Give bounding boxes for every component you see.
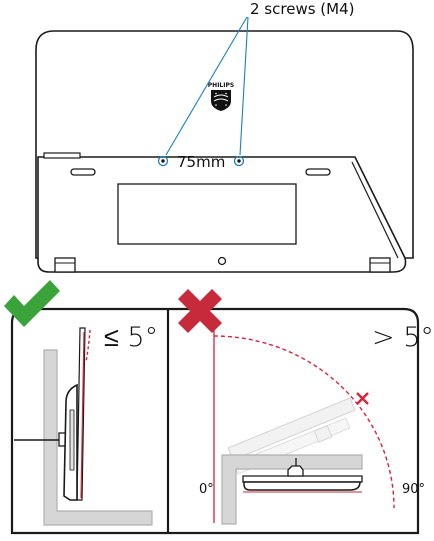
screw-leader-left [165,16,248,156]
screw-hole-right [233,155,245,167]
monitor-flat-profile [242,458,363,493]
wall-stand-left [43,349,153,526]
allowed-tilt-label: ≤ 5° [104,322,159,353]
screw-hole-left [157,155,169,167]
brand-wordmark: PHILIPS [208,82,234,89]
screws-label: 2 screws (M4) [250,0,355,18]
screw-leader-right [239,16,249,156]
cross-mark-icon [178,289,222,333]
kickstand-detail [69,409,75,471]
kickstand-edge [351,161,399,259]
hinge-right [369,257,391,273]
check-mark-icon [4,280,60,327]
disallowed-tilt-label: > 5° [372,322,434,353]
tilt-arc-disallowed [213,335,395,509]
tilt-arc-allowed [85,329,91,363]
hinge-left [54,257,76,273]
monitor-back-view: PHILIPS [35,16,414,273]
disallowed-tilt-panel [213,330,395,525]
vent-slot-right [305,168,331,176]
angle-end-label: 90° [402,482,426,497]
label-recess [117,183,297,245]
tilt-panels [10,307,420,535]
philips-logo-icon: PHILIPS [208,82,234,111]
kickstand-tab [43,152,81,159]
arc-cross-marker-icon [356,392,369,405]
vent-slot-left [70,168,96,176]
center-port [217,256,227,266]
mount-distance-label: 75mm [177,153,226,171]
screen-edge-red [80,331,85,499]
angle-start-label: 0° [199,482,214,497]
allowed-tilt-panel [14,327,153,526]
